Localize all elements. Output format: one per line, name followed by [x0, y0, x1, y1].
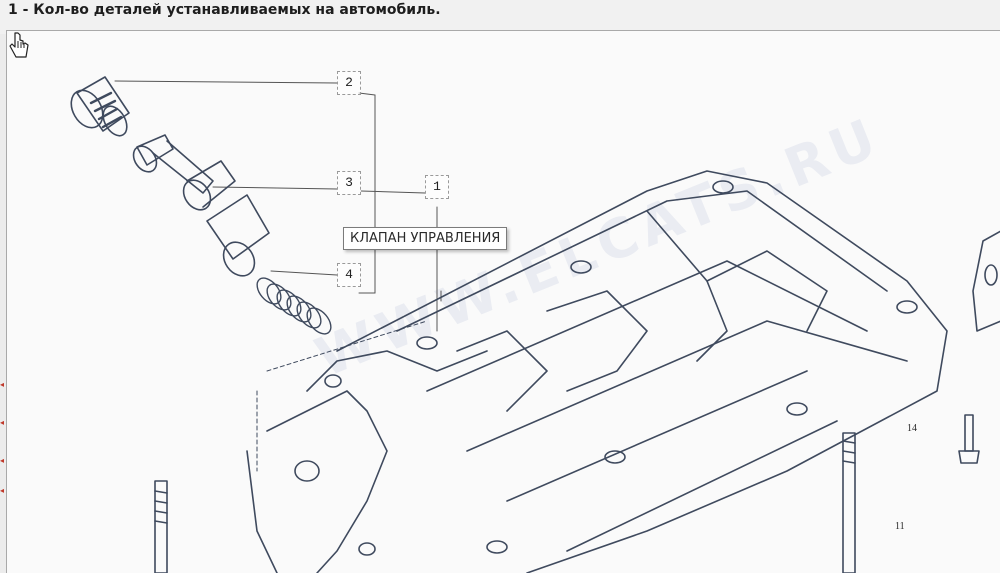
strip-mark: ◂ [0, 486, 5, 495]
part-bolt-14 [958, 414, 980, 464]
part-stud-left [154, 480, 168, 573]
part-valve-spool [132, 134, 270, 277]
strip-mark: ◂ [0, 380, 5, 389]
strip-mark: ◂ [0, 456, 5, 465]
part-spring [256, 277, 332, 335]
callout-3[interactable]: 3 [337, 171, 361, 195]
callout-2[interactable]: 2 [337, 71, 361, 95]
parts-diagram: WWW.ELCATS.RU [6, 30, 1000, 573]
left-edge-strip: ◂ ◂ ◂ ◂ [0, 300, 10, 572]
hand-cursor-icon [9, 32, 29, 58]
label-14: 14 [907, 423, 917, 434]
part-housing [246, 170, 948, 573]
part-plug [70, 76, 130, 137]
part-bracket-right [972, 230, 1000, 332]
diagram-drawing [70, 76, 1000, 573]
page-title: 1 - Кол-во деталей устанавливаемых на ав… [8, 2, 441, 18]
strip-mark: ◂ [0, 418, 5, 427]
callout-4[interactable]: 4 [337, 263, 361, 287]
part-stud-right [842, 432, 856, 573]
page-header: 1 - Кол-во деталей устанавливаемых на ав… [0, 0, 1000, 34]
callout-1[interactable]: 1 [425, 175, 449, 199]
part-tooltip: КЛАПАН УПРАВЛЕНИЯ [343, 227, 508, 250]
label-11: 11 [895, 521, 905, 532]
